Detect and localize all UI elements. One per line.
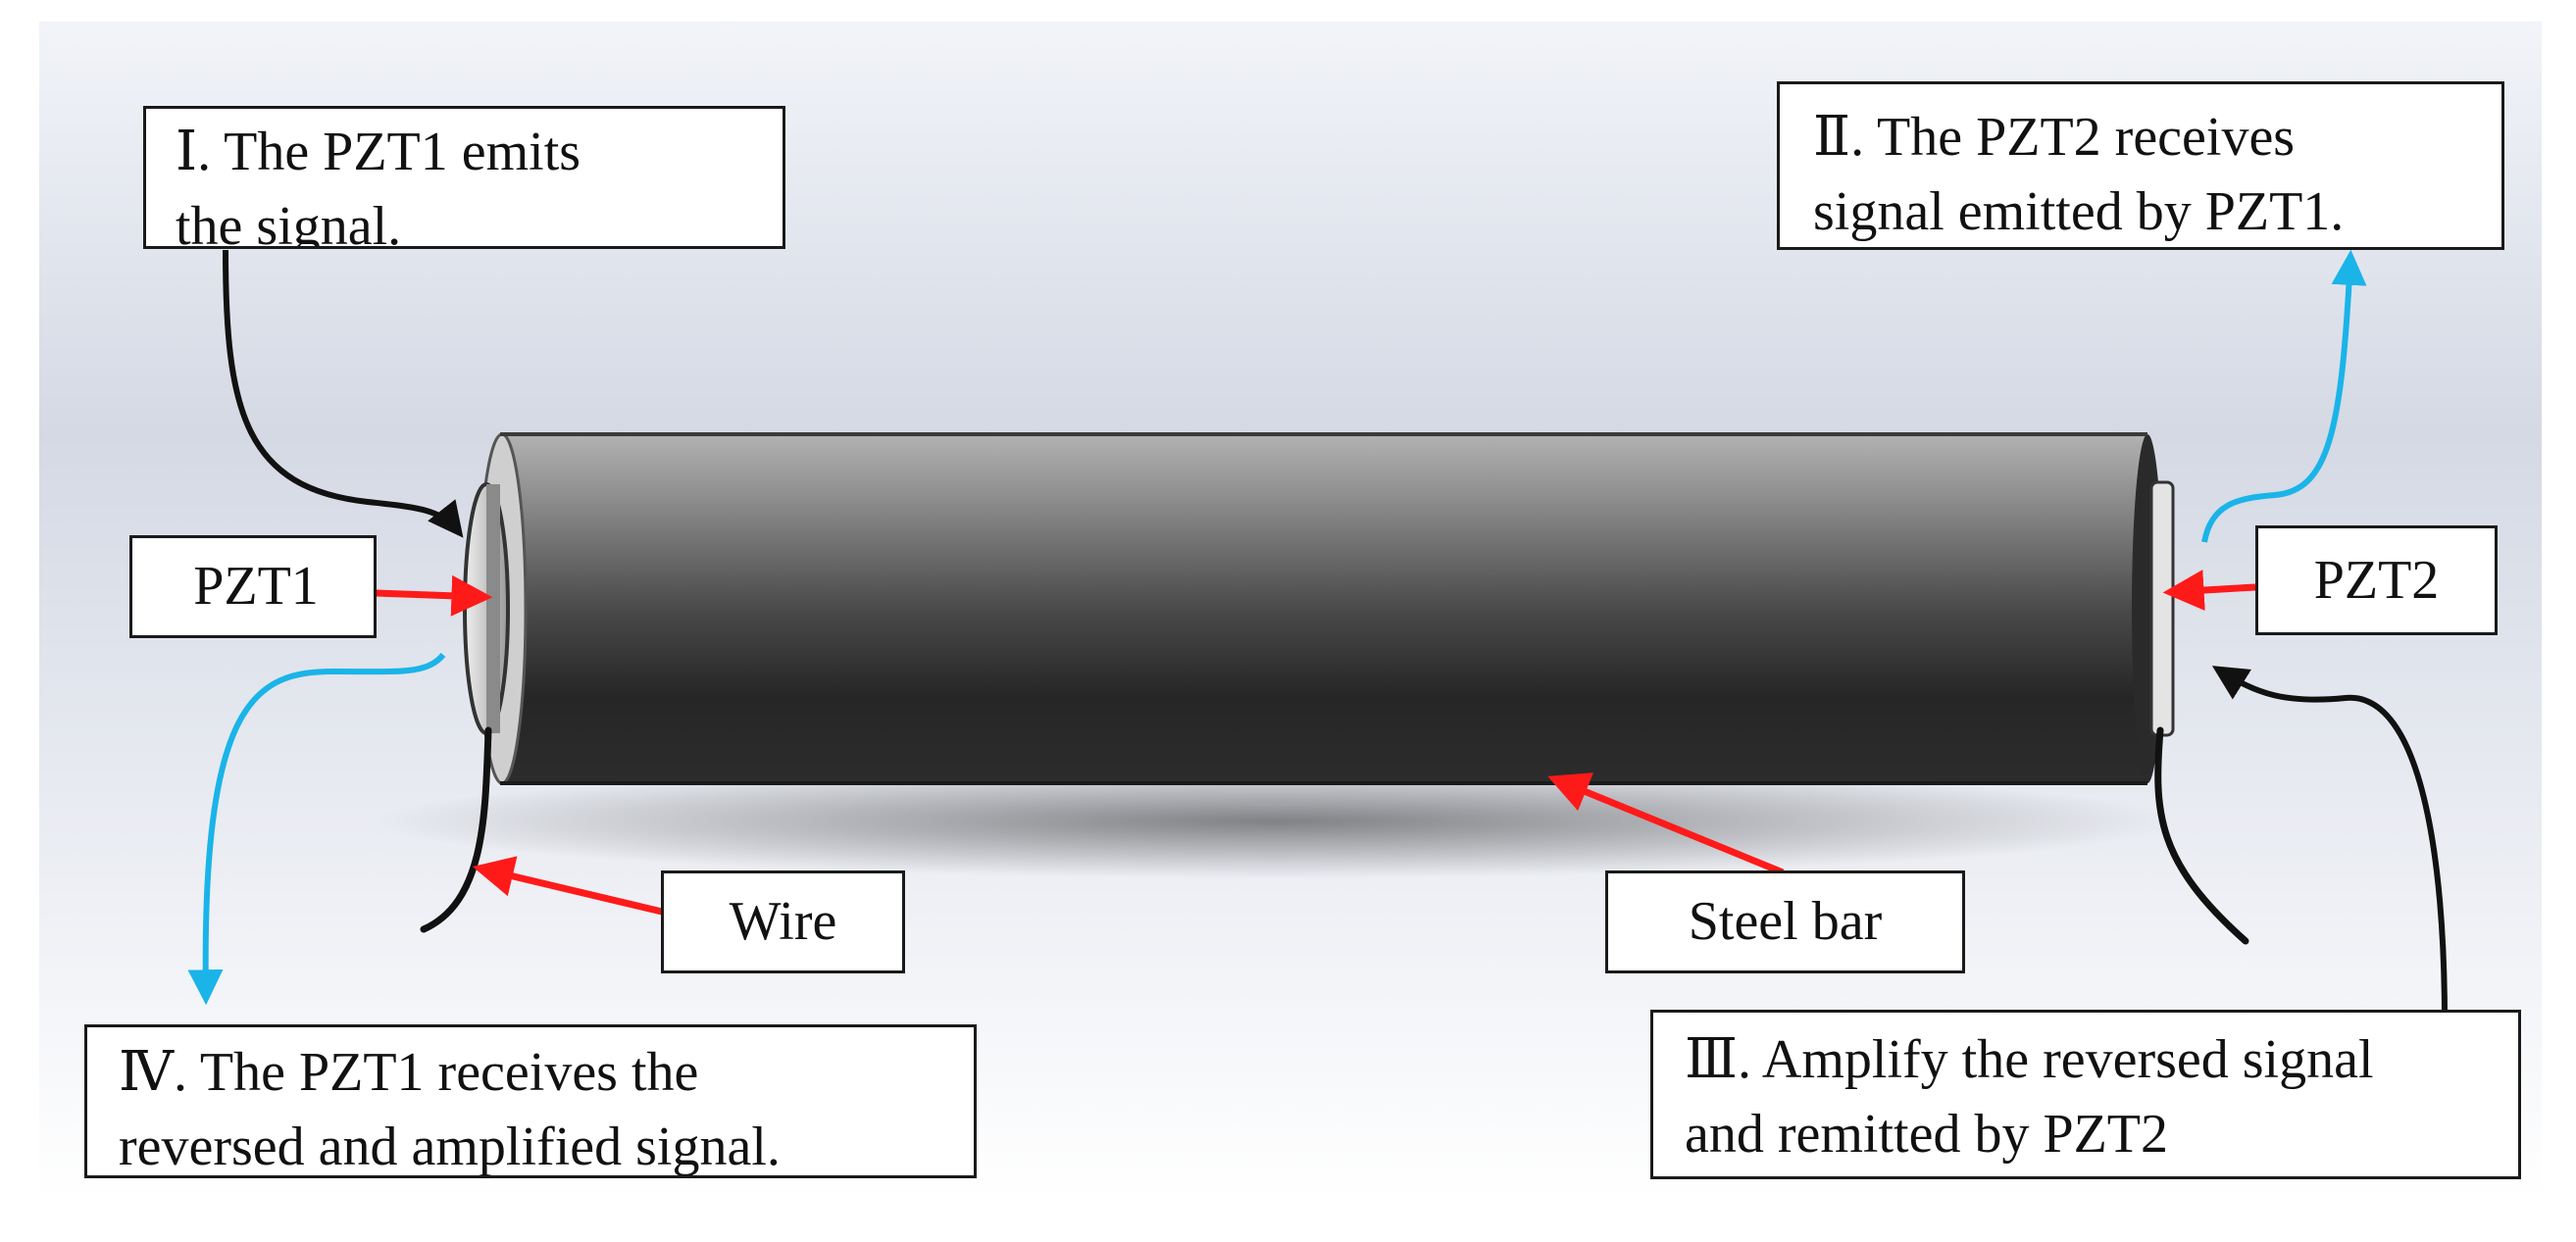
step3-line2: and remitted by PZT2 (1685, 1104, 2169, 1165)
step4-label: Ⅳ. The PZT1 receives the reversed and am… (84, 1024, 977, 1178)
step2-line1: Ⅱ. The PZT2 receives (1813, 107, 2296, 168)
step4-line1: Ⅳ. The PZT1 receives the (119, 1042, 699, 1103)
arrow-pzt2-pointer (2162, 570, 2256, 612)
step1-line1: Ⅰ. The PZT1 emits (176, 122, 581, 182)
step1-line2: the signal. (176, 196, 402, 249)
arrow-pzt1-to-step4 (187, 652, 446, 1006)
steel-bar (477, 432, 2163, 785)
step3-line1: Ⅲ. Amplify the reversed signal (1685, 1029, 2374, 1090)
pzt2-label: PZT2 (2255, 525, 2498, 635)
wire-label: Wire (661, 870, 905, 973)
arrow-wire-pointer (472, 856, 663, 916)
arrow-step3-to-pzt2 (2211, 666, 2448, 1020)
wire-left (420, 726, 492, 933)
arrow-step1-to-pzt1 (223, 249, 464, 538)
step4-line2: reversed and amplified signal. (119, 1117, 781, 1177)
step2-label: Ⅱ. The PZT2 receives signal emitted by P… (1777, 81, 2504, 250)
pzt1-label: PZT1 (129, 535, 377, 638)
step1-label: Ⅰ. The PZT1 emits the signal. (143, 106, 785, 249)
step3-label: Ⅲ. Amplify the reversed signal and remit… (1650, 1010, 2521, 1179)
arrow-steel-bar-pointer (1547, 772, 1785, 876)
step2-line2: signal emitted by PZT1. (1813, 181, 2345, 242)
steel-bar-label: Steel bar (1605, 870, 1965, 973)
pzt2-disc (2149, 480, 2175, 737)
arrow-pzt1-pointer (375, 574, 493, 617)
arrow-pzt2-to-step2 (2201, 249, 2367, 543)
pzt1-disc (463, 482, 510, 735)
wire-right (2154, 726, 2249, 945)
steel-bar-body (500, 434, 2147, 783)
